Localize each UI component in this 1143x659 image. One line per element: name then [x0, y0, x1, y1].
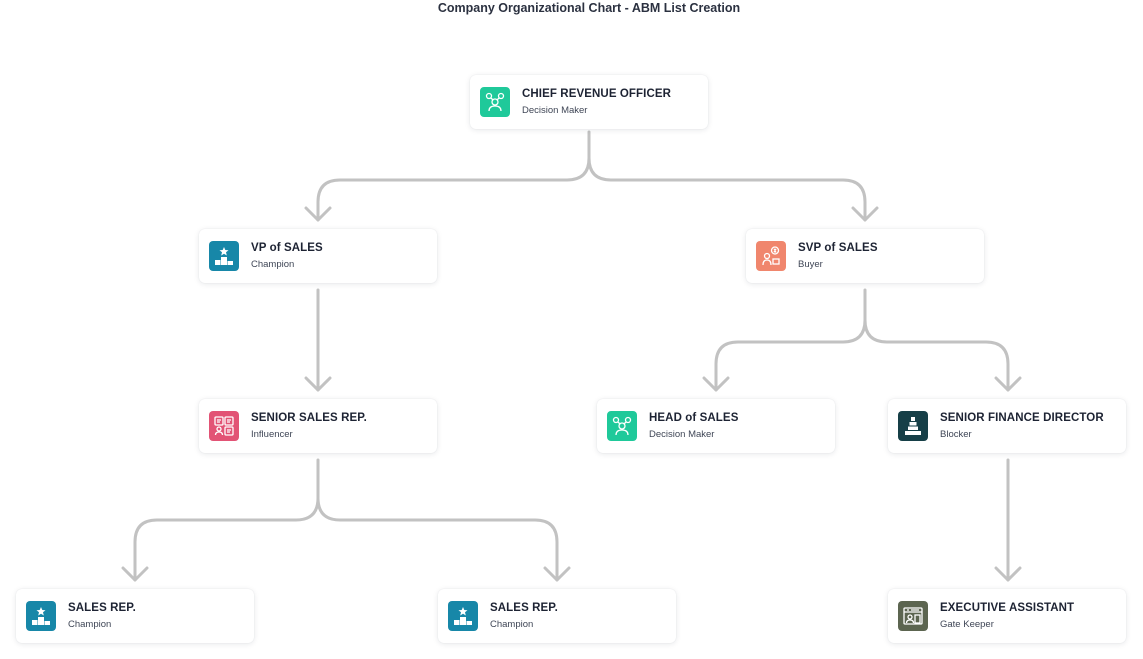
- decision-maker-icon: [607, 411, 637, 441]
- blocker-icon: [898, 411, 928, 441]
- connector-senior-rep-sales-rep-2: [316, 496, 559, 582]
- arrowhead-senior-sales-rep: [304, 376, 332, 392]
- node-name: SENIOR SALES REP.: [251, 412, 367, 424]
- node-role: Champion: [490, 619, 534, 630]
- decision-maker-icon: [480, 87, 510, 117]
- node-name: HEAD of SALES: [649, 412, 739, 424]
- node-role: Champion: [68, 619, 112, 630]
- champion-podium-icon: [448, 601, 478, 631]
- node-svp-of-sales[interactable]: SVP of SALES Buyer: [746, 229, 984, 283]
- node-role: Gate Keeper: [940, 619, 994, 630]
- node-chief-revenue-officer[interactable]: CHIEF REVENUE OFFICER Decision Maker: [470, 75, 708, 129]
- arrowhead-head-sales: [702, 376, 730, 392]
- node-head-of-sales[interactable]: HEAD of SALES Decision Maker: [597, 399, 835, 453]
- node-role: Buyer: [798, 259, 823, 270]
- arrowhead-finance-director: [994, 376, 1022, 392]
- node-role: Decision Maker: [522, 105, 588, 116]
- node-role: Decision Maker: [649, 429, 715, 440]
- connector-svp-finance-director: [863, 318, 1010, 392]
- node-executive-assistant[interactable]: EXECUTIVE ASSISTANT Gate Keeper: [888, 589, 1126, 643]
- node-name: SVP of SALES: [798, 242, 878, 254]
- node-name: SENIOR FINANCE DIRECTOR: [940, 412, 1104, 424]
- node-senior-finance-director[interactable]: SENIOR FINANCE DIRECTOR Blocker: [888, 399, 1126, 453]
- node-name: CHIEF REVENUE OFFICER: [522, 88, 672, 100]
- node-senior-sales-rep[interactable]: SENIOR SALES REP. Influencer: [199, 399, 437, 453]
- node-name: SALES REP.: [68, 602, 136, 614]
- node-name: SALES REP.: [490, 602, 558, 614]
- connector-senior-rep-sales-rep-1: [133, 458, 320, 582]
- node-sales-rep-2[interactable]: SALES REP. Champion: [438, 589, 676, 643]
- arrowhead-executive-assistant: [994, 566, 1022, 582]
- node-name: EXECUTIVE ASSISTANT: [940, 602, 1075, 614]
- page-title: Company Organizational Chart - ABM List …: [437, 1, 741, 15]
- champion-podium-icon: [209, 241, 239, 271]
- connector-svp-head-sales: [714, 288, 867, 392]
- node-name: VP of SALES: [251, 242, 323, 254]
- arrowhead-svp-sales: [851, 206, 879, 222]
- node-role: Influencer: [251, 429, 293, 440]
- connector-cro-svp-sales: [587, 156, 867, 222]
- champion-podium-icon: [26, 601, 56, 631]
- node-vp-of-sales[interactable]: VP of SALES Champion: [199, 229, 437, 283]
- arrowhead-sales-rep-1: [121, 566, 149, 582]
- influencer-icon: [209, 411, 239, 441]
- arrowhead-vp-sales: [304, 206, 332, 222]
- arrowhead-sales-rep-2: [543, 566, 571, 582]
- node-role: Blocker: [940, 429, 972, 440]
- gate-keeper-icon: [898, 601, 928, 631]
- node-sales-rep-1[interactable]: SALES REP. Champion: [16, 589, 254, 643]
- buyer-icon: [756, 241, 786, 271]
- node-role: Champion: [251, 259, 295, 270]
- connector-cro-vp-sales: [316, 130, 591, 222]
